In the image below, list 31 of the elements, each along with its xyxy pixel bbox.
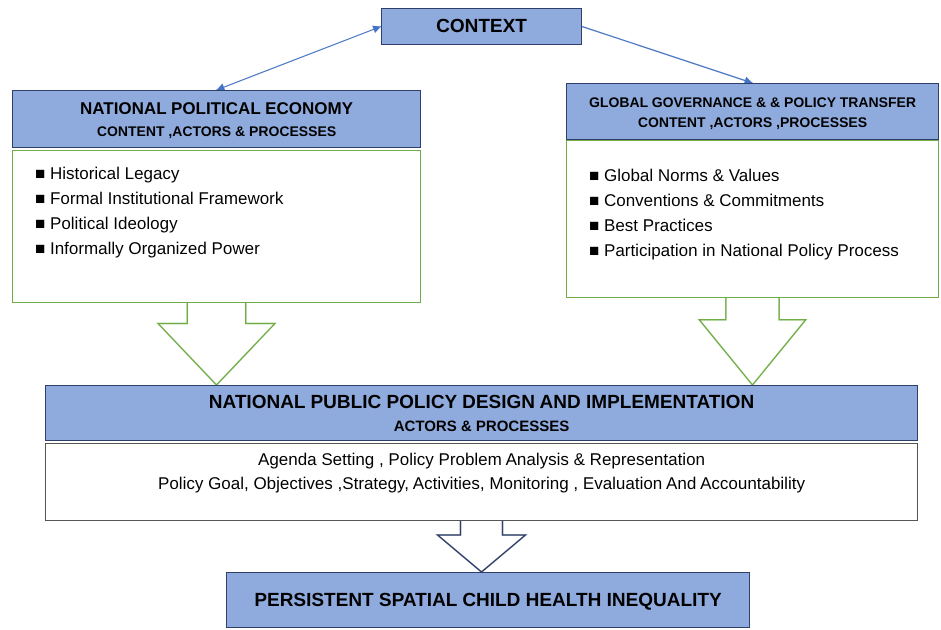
list-item: ■ Global Norms & Values (589, 165, 780, 187)
list-item: ■ Informally Organized Power (35, 238, 261, 260)
list-item: ■ Participation in National Policy Process (589, 240, 900, 262)
list-item: ■ Best Practices (589, 215, 714, 237)
arrow (216, 26, 382, 91)
list-item: ■ Formal Institutional Framework (35, 188, 284, 210)
text-box (45, 443, 918, 521)
header-box (381, 8, 582, 45)
description-text: Agenda Setting , Policy Problem Analysis & Representation (258, 449, 705, 471)
heading: GLOBAL GOVERNANCE & & POLICY TRANSFER (589, 92, 916, 112)
list-box (12, 150, 421, 303)
header-box (12, 90, 421, 148)
list-item: ■ Political Ideology (35, 213, 179, 235)
list-item: ■ Historical Legacy (35, 163, 180, 185)
subheading: CONTENT ,ACTORS & PROCESSES (96, 122, 336, 141)
subheading: CONTENT ,ACTORS ,PROCESSES (638, 112, 868, 132)
heading: CONTEXT (436, 15, 527, 39)
header-box (45, 385, 918, 441)
subheading: ACTORS & PROCESSES (394, 417, 570, 437)
heading: NATIONAL PUBLIC POLICY DESIGN AND IMPLEMENTATION (208, 391, 754, 415)
arrow (582, 26, 753, 84)
block-arrow (156, 302, 277, 386)
block-arrow (698, 297, 808, 386)
heading: NATIONAL POLITICAL ECONOMY (80, 98, 353, 120)
header-box (566, 83, 939, 140)
block-arrow (435, 520, 528, 573)
description-text: Policy Goal, Objectives ,Strategy, Activities, Monitoring , Evaluation And Accountability (158, 473, 805, 495)
list-item: ■ Conventions & Commitments (589, 190, 826, 212)
header-box (226, 572, 750, 628)
heading: PERSISTENT SPATIAL CHILD HEALTH INEQUALITY (254, 588, 722, 612)
list-box (566, 140, 939, 298)
